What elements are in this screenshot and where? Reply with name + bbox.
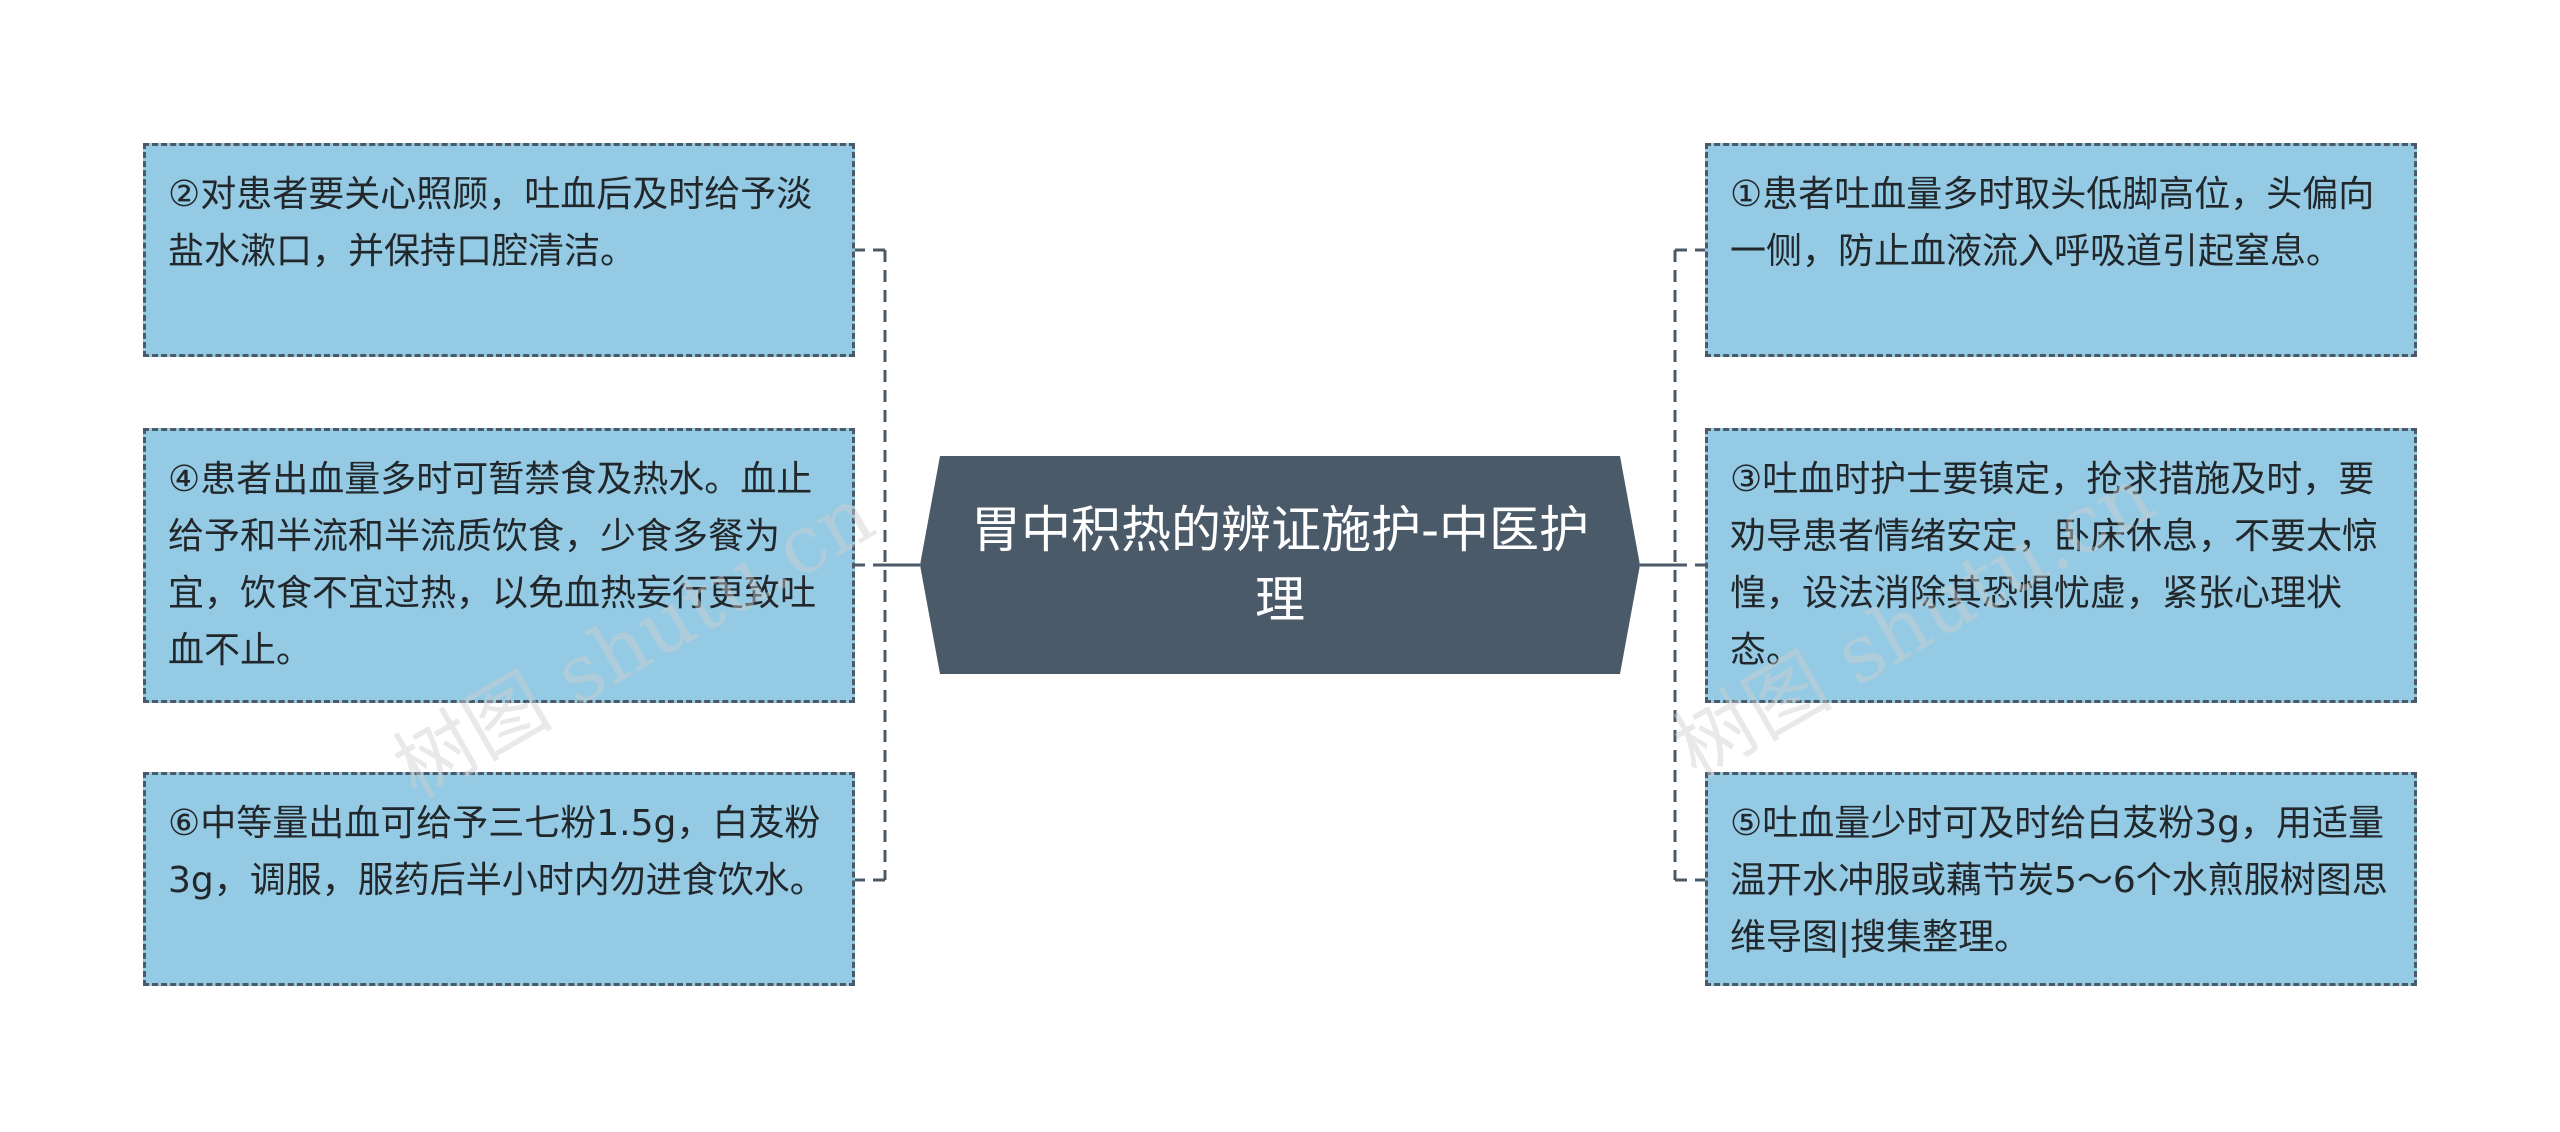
central-topic-title: 胃中积热的辨证施护-中医护理 bbox=[970, 501, 1590, 629]
topic-node-text: ②对患者要关心照顾，吐血后及时给予淡盐水漱口，并保持口腔清洁。 bbox=[168, 174, 813, 272]
topic-node-text: ④患者出血量多时可暂禁食及热水。血止给予和半流和半流质饮食，少食多餐为宜，饮食不… bbox=[168, 459, 817, 671]
central-topic[interactable]: 胃中积热的辨证施护-中医护理 bbox=[920, 456, 1640, 674]
topic-node-3[interactable]: ③吐血时护士要镇定，抢求措施及时，要劝导患者情绪安定，卧床休息，不要太惊惶，设法… bbox=[1705, 428, 2417, 703]
topic-node-4[interactable]: ④患者出血量多时可暂禁食及热水。血止给予和半流和半流质饮食，少食多餐为宜，饮食不… bbox=[143, 428, 855, 703]
topic-node-text: ③吐血时护士要镇定，抢求措施及时，要劝导患者情绪安定，卧床休息，不要太惊惶，设法… bbox=[1730, 459, 2379, 671]
topic-node-5[interactable]: ⑤吐血量少时可及时给白芨粉3g，用适量温开水冲服或藕节炭5～6个水煎服树图思维导… bbox=[1705, 772, 2417, 986]
topic-node-1[interactable]: ①患者吐血量多时取头低脚高位，头偏向一侧，防止血液流入呼吸道引起窒息。 bbox=[1705, 143, 2417, 357]
topic-node-2[interactable]: ②对患者要关心照顾，吐血后及时给予淡盐水漱口，并保持口腔清洁。 bbox=[143, 143, 855, 357]
topic-node-text: ⑥中等量出血可给予三七粉1.5g，白芨粉3g，调服，服药后半小时内勿进食饮水。 bbox=[168, 803, 826, 901]
topic-node-text: ①患者吐血量多时取头低脚高位，头偏向一侧，防止血液流入呼吸道引起窒息。 bbox=[1730, 174, 2375, 272]
topic-node-text: ⑤吐血量少时可及时给白芨粉3g，用适量温开水冲服或藕节炭5～6个水煎服树图思维导… bbox=[1730, 803, 2388, 958]
topic-node-6[interactable]: ⑥中等量出血可给予三七粉1.5g，白芨粉3g，调服，服药后半小时内勿进食饮水。 bbox=[143, 772, 855, 986]
